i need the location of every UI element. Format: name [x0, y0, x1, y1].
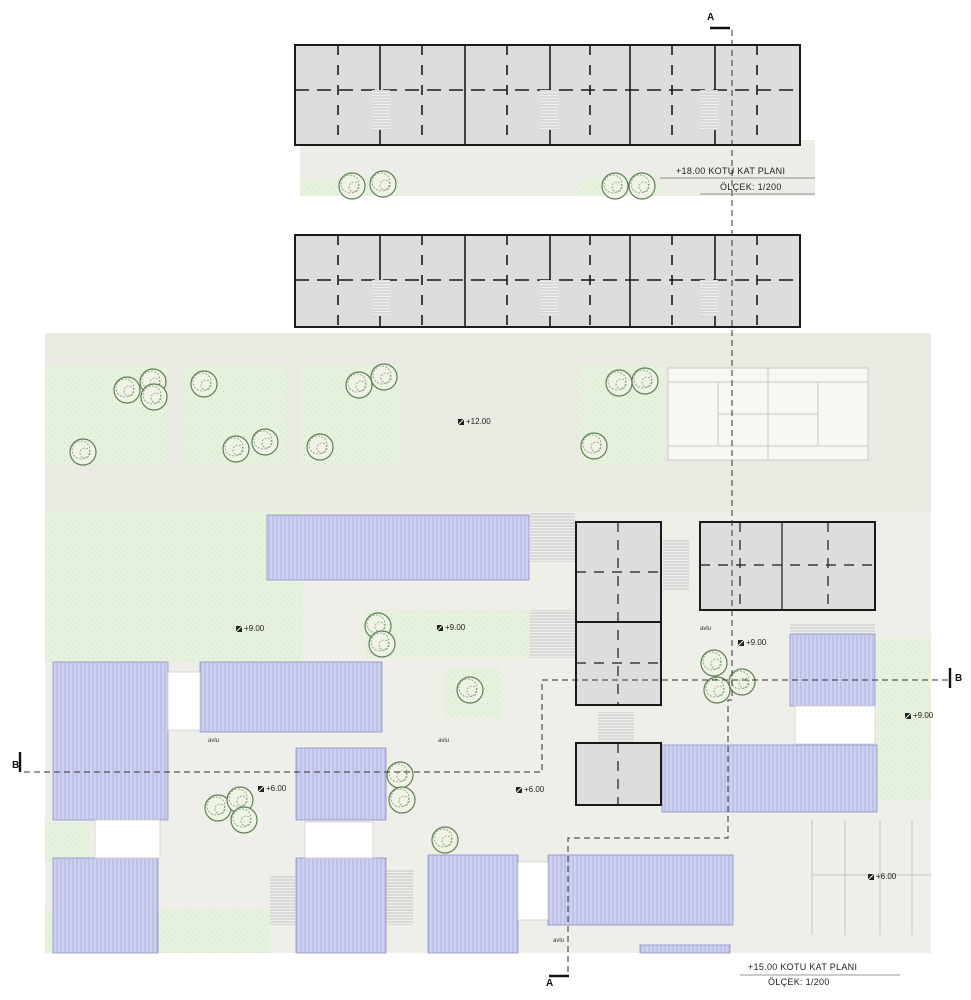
- elevation-6-right: +6.00: [868, 872, 896, 881]
- lower-plan-title: +15.00 KOTU KAT PLANI: [748, 962, 858, 972]
- elevation-9-far-right: +9.00: [905, 711, 933, 720]
- elevation-6-left: +6.00: [258, 784, 286, 793]
- section-marker-b-right: B: [955, 673, 963, 684]
- section-marker-b-left: B: [12, 760, 20, 771]
- second-apartment-block: [294, 234, 801, 328]
- courtyard-label: avlu: [553, 938, 565, 944]
- elevation-terrace: +12.00: [458, 417, 491, 426]
- upper-plan-title: +18.00 KOTU KAT PLANI: [676, 166, 786, 176]
- section-marker-a-bottom: A: [546, 978, 554, 989]
- lower-site: [18, 26, 952, 978]
- upper-tree: [369, 170, 397, 198]
- courtyard-label: avlu: [438, 738, 450, 744]
- lower-plan-scale: ÖLÇEK: 1/200: [768, 977, 830, 987]
- upper-tree: [628, 172, 656, 200]
- upper-plan-scale: ÖLÇEK: 1/200: [720, 182, 782, 192]
- tennis-court: [667, 367, 869, 461]
- upper-floor-plan: [294, 44, 815, 200]
- elevation-9-mid: +9.00: [437, 623, 465, 632]
- section-line-a: [567, 30, 733, 972]
- section-marker-a-top: A: [707, 12, 715, 23]
- upper-tree: [338, 172, 366, 200]
- apartment-core: [575, 521, 876, 806]
- elevation-9-left: +9.00: [236, 624, 264, 633]
- upper-apartment-block: [294, 44, 801, 146]
- courtyard-label: avlu: [208, 738, 220, 744]
- elevation-9-right: +9.00: [738, 638, 766, 647]
- courtyard-label: avlu: [700, 626, 712, 632]
- elevation-6-mid: +6.00: [516, 785, 544, 794]
- section-line-b: [24, 679, 948, 773]
- upper-tree: [601, 172, 629, 200]
